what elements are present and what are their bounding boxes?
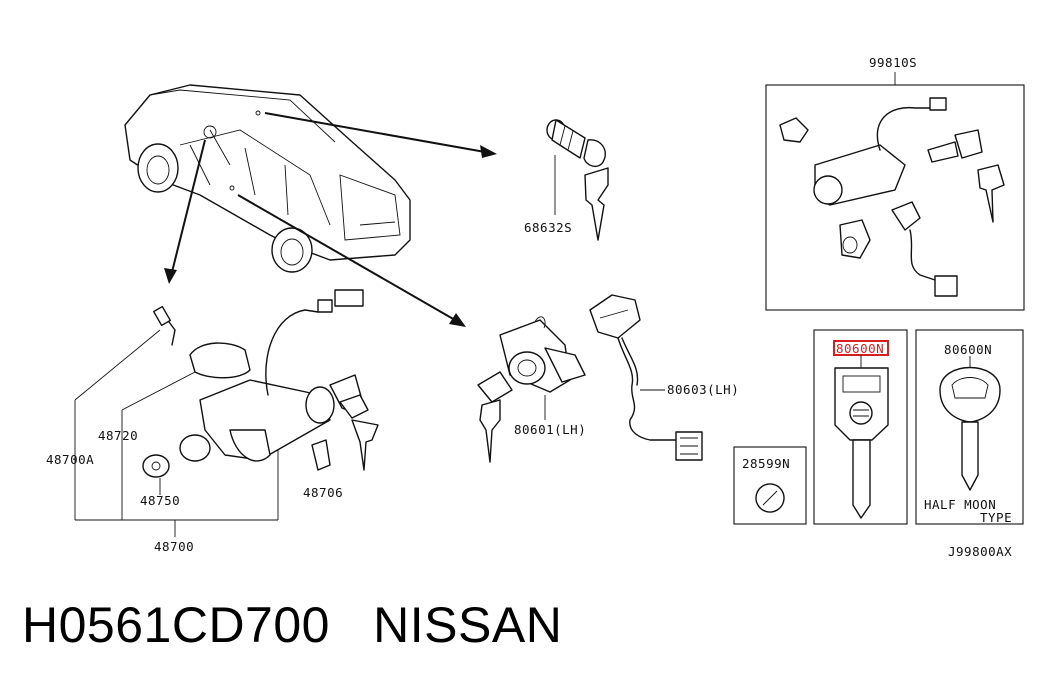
label-80601-lh: 80601(LH) [514, 422, 586, 437]
part-labels: 99810S 68632S 80601(LH) 80603(LH) 48700A… [46, 55, 1012, 559]
brand-name: NISSAN [373, 597, 563, 653]
label-half-moon: HALF MOON [924, 497, 996, 512]
kit-box-99810s [765, 72, 1025, 311]
ignition-lock-assembly-48700 [142, 289, 379, 478]
part-number-caption: H0561CD700 NISSAN [22, 596, 562, 654]
key-blank-box-half-moon [915, 329, 1024, 525]
label-80600n-highlight: 80600N [836, 341, 884, 356]
battery-box-28599n [733, 446, 807, 525]
label-48700: 48700 [154, 539, 194, 554]
label-99810s: 99810S [869, 55, 917, 70]
label-80600n: 80600N [944, 342, 992, 357]
label-48720: 48720 [98, 428, 138, 443]
door-harness-80603 [589, 294, 703, 461]
label-80603-lh: 80603(LH) [667, 382, 739, 397]
label-48750: 48750 [140, 493, 180, 508]
vehicle-illustration [124, 84, 411, 273]
door-lock-cylinder-80601 [477, 316, 586, 463]
diagram-code: J99800AX [948, 544, 1012, 559]
back-door-lock-68632s [546, 119, 609, 241]
key-blank-box-80600n [813, 329, 908, 525]
label-48706: 48706 [303, 485, 343, 500]
label-68632s: 68632S [524, 220, 572, 235]
label-48700a: 48700A [46, 452, 94, 467]
assembly-leader-48700 [74, 329, 279, 537]
label-28599n: 28599N [742, 456, 790, 471]
label-type: TYPE [980, 510, 1012, 525]
pointer-arrows [164, 112, 497, 327]
part-number: H0561CD700 [22, 597, 330, 653]
